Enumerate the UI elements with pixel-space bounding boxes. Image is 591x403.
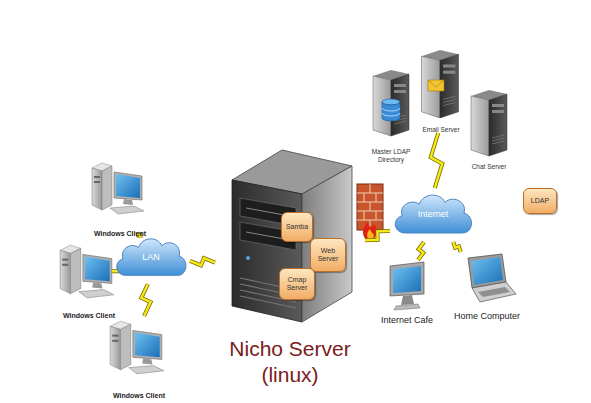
service-box: LDAP [523,188,557,214]
main-server: Nicho Server (linux)LDAPSambaWeb ServerC… [215,148,365,388]
node-label: Windows Client [94,230,146,238]
node-label: Samba [285,223,309,231]
link-outline [453,242,461,252]
lightning-link [431,133,443,188]
service-box: Web Server [310,238,346,272]
node-label: Internet Cafe [381,316,433,326]
node-label: Windows Client [63,312,115,320]
link-outline [365,231,390,240]
link-outline [431,133,443,188]
lightning-link [141,284,150,316]
link-outline [418,242,424,260]
public-computer: Internet Cafe [374,260,440,326]
lightning-link [190,258,215,265]
service-box: Cmap Server [279,268,315,300]
client-computer: Windows Client [80,158,160,238]
link-outline [190,258,215,265]
link-line [141,284,150,316]
node-label: Web Server [311,247,345,262]
node-label: Cmap Server [280,276,314,291]
lightning-link [453,242,461,252]
client-computer: Windows Client [98,316,180,400]
link-line [190,258,215,265]
service-box: Samba [281,212,313,242]
node-label: LAN [142,253,160,263]
laptop-computer: Home Computer [448,252,526,322]
lightning-link [365,231,390,240]
node-label: LDAP [530,197,550,205]
client-computer: Windows Client [48,238,130,320]
node-label: Master LDAP Directory [364,148,418,163]
chat-server: Chat Server [463,88,515,170]
node-label: Chat Server [472,163,507,170]
link-line [418,242,424,260]
network-cloud: Internet [390,188,476,242]
node-label: Email Server [422,126,459,133]
link-line [453,242,461,252]
node-label: Nicho Server (linux) [220,336,360,389]
email-server: Email Server [414,48,468,133]
link-line [365,231,390,240]
network-cloud: LAN [112,232,190,284]
lightning-link [418,242,424,260]
node-label: Windows Client [113,392,165,400]
node-label: Home Computer [454,312,520,322]
link-line [431,133,443,188]
ldap-server: Master LDAP Directory [364,68,418,163]
link-outline [141,284,150,316]
node-label: Internet [418,210,449,220]
